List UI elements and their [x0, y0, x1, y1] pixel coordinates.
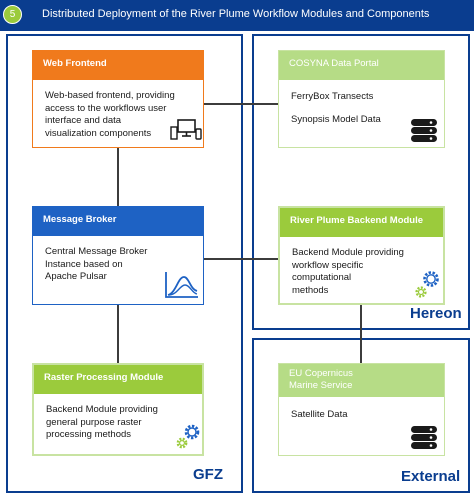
diagram-title: Distributed Deployment of the River Plum…	[42, 8, 430, 20]
connector-frontend-broker	[117, 148, 119, 206]
connector-broker-backend	[204, 258, 278, 260]
description-line: Backend Module providing	[292, 247, 404, 258]
connector-broker-raster	[117, 305, 119, 363]
node-web-frontend-description: Web-based frontend, providing access to …	[33, 80, 203, 140]
region-label-external: External	[401, 468, 461, 485]
node-message-broker: Message Broker Central Message Broker In…	[32, 206, 204, 305]
node-raster-processing-description: Backend Module providing general purpose…	[34, 394, 202, 442]
node-message-broker-title: Message Broker	[33, 207, 203, 236]
node-cosyna-items: FerryBox Transects Synopsis Model Data	[279, 80, 444, 126]
node-eu-copernicus: EU Copernicus Marine Service Satellite D…	[278, 363, 445, 456]
gears-icon	[176, 424, 200, 449]
node-river-plume-backend-description: Backend Module providing workflow specif…	[280, 237, 443, 297]
description-line: Central Message Broker	[45, 246, 148, 257]
node-message-broker-description: Central Message Broker Instance based on…	[33, 236, 203, 284]
region-label-hereon: Hereon	[410, 305, 462, 322]
title-line: Marine Service	[289, 379, 353, 391]
connector-backend-copernicus	[360, 305, 362, 363]
database-icon	[411, 426, 437, 449]
region-label-gfz: GFZ	[193, 466, 223, 483]
description-line: visualization components	[45, 127, 152, 139]
database-icon	[411, 119, 437, 142]
description-line: computational	[292, 272, 352, 283]
node-eu-copernicus-title: EU Copernicus Marine Service	[279, 364, 444, 397]
step-badge: 5	[3, 5, 22, 24]
monitor-icon	[170, 119, 202, 140]
description-line: workflow specific	[292, 259, 364, 271]
node-web-frontend: Web Frontend Web-based frontend, providi…	[32, 50, 204, 148]
description-line: processing methods	[46, 429, 132, 440]
description-line: Apache Pulsar	[45, 271, 107, 282]
description-line: Instance based on	[45, 258, 123, 270]
river-plume-chart-icon	[165, 272, 198, 298]
node-raster-processing-title: Raster Processing Module	[34, 365, 202, 394]
connector-frontend-cosyna	[204, 103, 278, 105]
data-source-item: Satellite Data	[291, 409, 348, 420]
gears-icon	[415, 271, 439, 298]
node-cosyna-title: COSYNA Data Portal	[279, 51, 444, 80]
node-river-plume-backend: River Plume Backend Module Backend Modul…	[278, 206, 445, 305]
description-line: methods	[292, 284, 329, 296]
description-line: interface and data	[45, 115, 122, 126]
node-raster-processing: Raster Processing Module Backend Module …	[32, 363, 204, 456]
diagram-header: 5 Distributed Deployment of the River Pl…	[0, 0, 474, 31]
data-source-item: FerryBox Transects	[291, 91, 374, 102]
title-line: EU Copernicus	[289, 368, 353, 379]
description-line: general purpose raster	[46, 416, 142, 428]
data-source-item: Synopsis Model Data	[291, 113, 381, 125]
description-line: Backend Module providing	[46, 404, 158, 415]
node-river-plume-backend-title: River Plume Backend Module	[280, 208, 443, 237]
description-line: access to the workflows user	[45, 102, 167, 114]
node-web-frontend-title: Web Frontend	[33, 51, 203, 80]
node-cosyna-data-portal: COSYNA Data Portal FerryBox Transects Sy…	[278, 50, 445, 148]
node-eu-copernicus-items: Satellite Data	[279, 397, 444, 422]
description-line: Web-based frontend, providing	[45, 90, 175, 101]
